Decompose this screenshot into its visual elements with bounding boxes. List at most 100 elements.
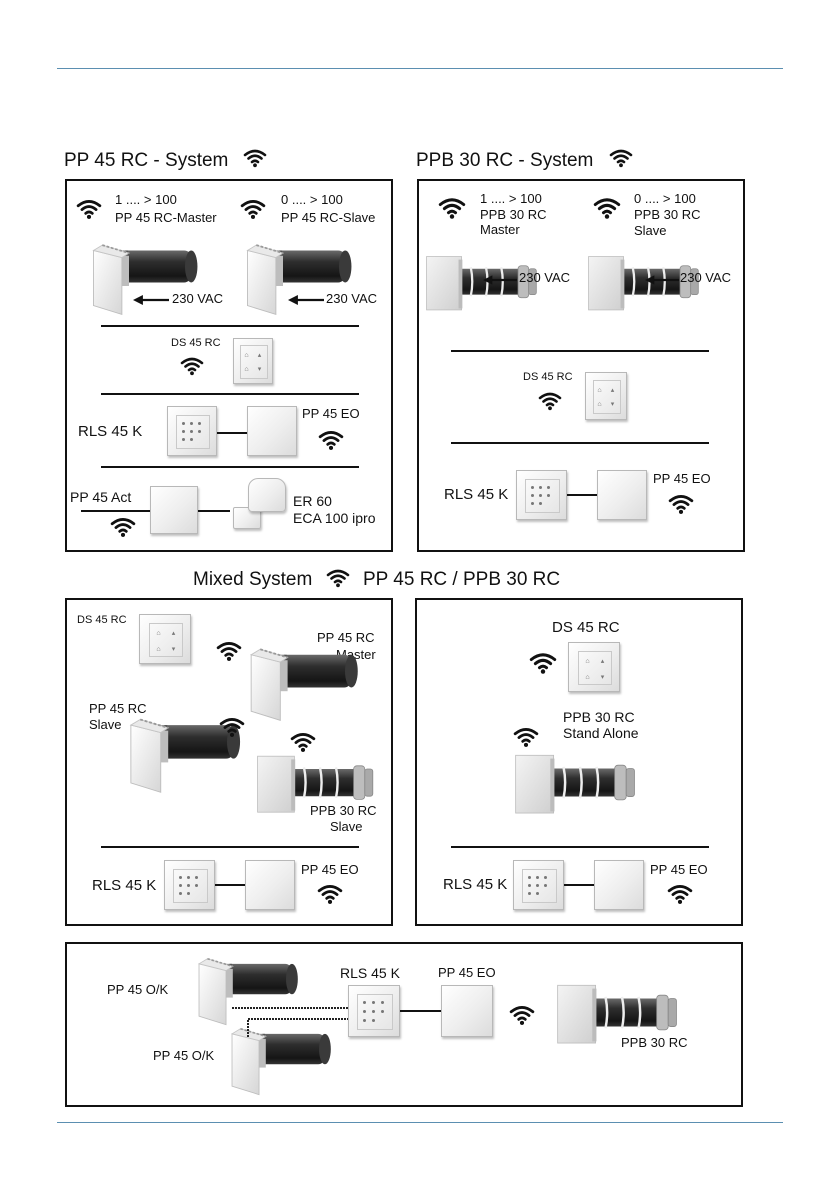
- header-rule: [57, 68, 783, 69]
- eo-label: PP 45 EO: [302, 406, 360, 421]
- wifi-icon: [180, 356, 204, 376]
- ok-label: PP 45 O/K: [107, 982, 169, 997]
- stand-alone-box: [415, 598, 743, 926]
- wifi-icon: [216, 640, 242, 662]
- wire: [567, 494, 597, 496]
- divider: [451, 350, 709, 352]
- divider: [451, 442, 709, 444]
- divider: [451, 846, 709, 848]
- eca100-sensor: [233, 507, 261, 529]
- wired-system-box: [65, 942, 743, 1107]
- ppb-label: PPB 30 RC: [310, 803, 377, 818]
- wifi-icon: [219, 716, 245, 738]
- rls45-label: RLS 45 K: [78, 423, 143, 440]
- ds45-label: DS 45 RC: [77, 614, 127, 626]
- wifi-icon: [318, 429, 344, 451]
- ds45-switch: ⌂▴ ⌂▾: [233, 338, 273, 384]
- ds45-label: DS 45 RC: [171, 337, 221, 349]
- master-range: 1 .... > 100: [480, 191, 542, 206]
- wire: [564, 884, 594, 886]
- pp45-eo-module: [441, 985, 493, 1037]
- mixed-system-subtitle: PP 45 RC / PPB 30 RC: [363, 569, 561, 590]
- eo-label: PP 45 EO: [650, 862, 708, 877]
- eo-label: PP 45 EO: [301, 862, 359, 877]
- wifi-icon: [529, 651, 557, 675]
- pp45-system-title: PP 45 RC - System: [64, 150, 229, 171]
- wifi-icon: [110, 516, 136, 538]
- wire: [81, 510, 150, 512]
- rls45-label: RLS 45 K: [444, 486, 509, 503]
- wire: [217, 432, 247, 434]
- wifi-icon: [76, 198, 102, 220]
- divider: [101, 325, 359, 327]
- wire: [215, 884, 245, 886]
- ppb-label: PPB 30 RC: [621, 1035, 688, 1050]
- divider: [101, 466, 359, 468]
- eo-label: PP 45 EO: [653, 471, 711, 486]
- slave-range: 0 .... > 100: [634, 191, 696, 206]
- slave-role: Slave: [89, 717, 122, 732]
- rls45-label: RLS 45 K: [340, 965, 400, 981]
- footer-rule: [57, 1122, 783, 1123]
- ds45-switch: ⌂▴ ⌂▾: [568, 642, 620, 692]
- eo-label: PP 45 EO: [438, 965, 496, 980]
- ppb-label: PPB 30 RC: [563, 709, 635, 725]
- wifi-icon: [317, 883, 343, 905]
- pp45-act-label: PP 45 Act: [70, 489, 132, 505]
- slave-label: PP 45 RC: [89, 701, 147, 716]
- master-label: PPB 30 RC: [480, 207, 547, 222]
- pp45-eo-module: [247, 406, 297, 456]
- master-label: PP 45 RC-Master: [115, 210, 217, 225]
- power-label: 230 VAC: [172, 291, 224, 306]
- er60-label: ER 60: [293, 493, 332, 509]
- wifi-icon: [513, 726, 539, 748]
- arrow-left-icon: [288, 294, 324, 306]
- wire: [400, 1010, 441, 1012]
- rls45-controller: [164, 860, 215, 910]
- master-role: Master: [480, 222, 520, 237]
- wifi-icon: [509, 1004, 535, 1026]
- ds45-switch: ⌂▴ ⌂▾: [585, 372, 627, 420]
- master-label: PP 45 RC: [317, 630, 375, 645]
- power-label: 230 VAC: [680, 270, 732, 285]
- wifi-icon: [290, 731, 316, 753]
- slave-range: 0 .... > 100: [281, 192, 343, 207]
- wifi-icon: [593, 196, 621, 220]
- ds45-switch: ⌂▴ ⌂▾: [139, 614, 191, 664]
- rls45-controller: [167, 406, 217, 456]
- pp45-act-module: [150, 486, 198, 534]
- rls45-controller: [516, 470, 567, 520]
- pp45-system-box: [65, 179, 393, 552]
- rls45-controller: [513, 860, 564, 910]
- power-label: 230 VAC: [519, 270, 571, 285]
- wifi-icon: [668, 493, 694, 515]
- arrow-left-icon: [483, 274, 517, 286]
- eca100-label: ECA 100 ipro: [293, 510, 376, 526]
- rls45-label: RLS 45 K: [92, 877, 157, 894]
- ppb30-system-title: PPB 30 RC - System: [416, 150, 594, 171]
- arrow-left-icon: [133, 294, 169, 306]
- power-label: 230 VAC: [326, 291, 378, 306]
- ppb30-fan-unit-icon: [514, 752, 646, 818]
- wifi-icon: [538, 391, 562, 411]
- ppb-role: Stand Alone: [563, 725, 639, 741]
- wifi-icon: [609, 148, 633, 168]
- wiring: [232, 1007, 348, 1037]
- rls45-controller: [348, 985, 400, 1037]
- ds45-label: DS 45 RC: [552, 619, 620, 636]
- wire: [198, 510, 230, 512]
- rls45-label: RLS 45 K: [443, 876, 508, 893]
- pp45-eo-module: [245, 860, 295, 910]
- pp45-fan-unit-icon: [248, 642, 360, 724]
- wifi-icon: [240, 198, 266, 220]
- slave-label: PP 45 RC-Slave: [281, 210, 376, 225]
- arrow-left-icon: [645, 274, 679, 286]
- wifi-icon: [326, 568, 350, 588]
- pp45-eo-module: [594, 860, 644, 910]
- master-range: 1 .... > 100: [115, 192, 177, 207]
- slave-role: Slave: [634, 223, 667, 238]
- slave-label: PPB 30 RC: [634, 207, 701, 222]
- ppb-role: Slave: [330, 819, 363, 834]
- wifi-icon: [243, 148, 267, 168]
- wifi-icon: [438, 196, 466, 220]
